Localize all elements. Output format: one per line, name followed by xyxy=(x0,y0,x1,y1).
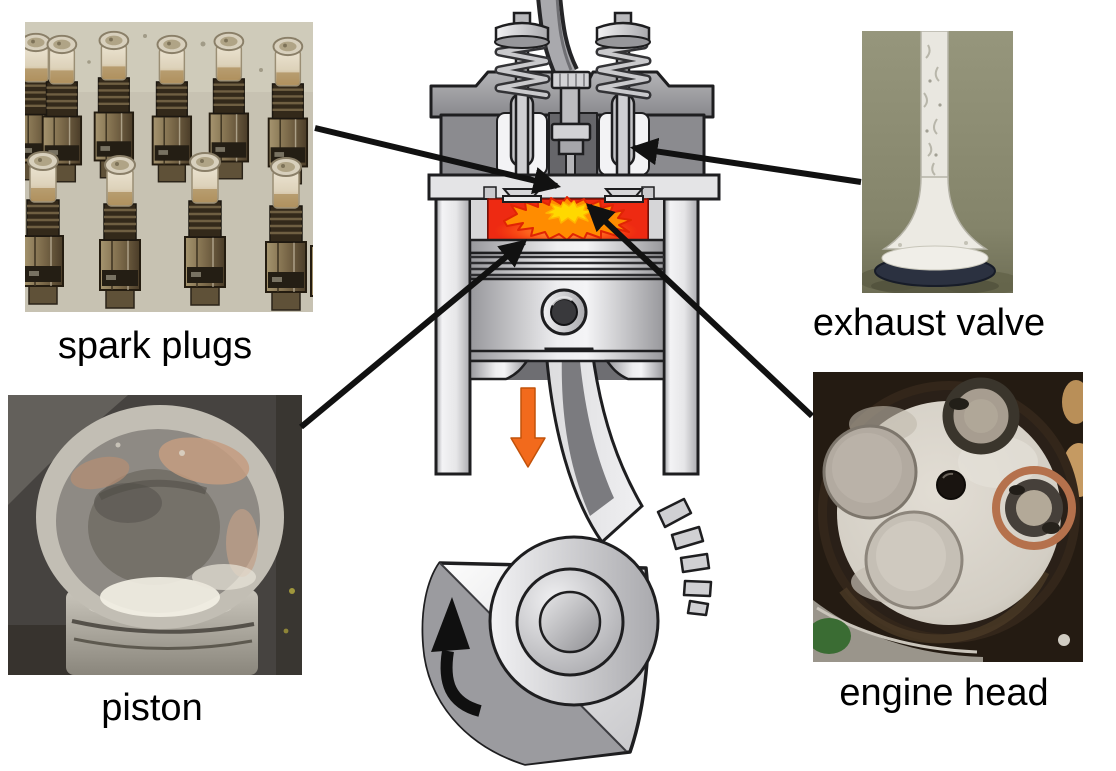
spark-plugs-photo-art xyxy=(25,22,313,312)
piston-label: piston xyxy=(101,687,203,729)
piston-pin xyxy=(540,288,588,336)
piston-photo-art xyxy=(8,395,302,675)
spring-retainers xyxy=(494,11,651,49)
engine-head-illustration xyxy=(818,377,1080,644)
exhaust-valve-photo xyxy=(862,31,1013,293)
exhaust-valve-label: exhaust valve xyxy=(812,302,1046,344)
head-flange xyxy=(427,173,721,201)
spark-plugs-photo xyxy=(25,22,313,312)
piston-illustration xyxy=(36,405,295,675)
spark-plugs-label: spark plugs xyxy=(57,325,253,367)
crank-journal xyxy=(515,567,625,677)
exhaust-valve-photo-art xyxy=(862,31,1013,293)
engine-head-photo xyxy=(813,372,1083,662)
exhaust-valve-illustration xyxy=(874,31,996,287)
engine-cross-section-diagram xyxy=(421,0,721,766)
spark-plug xyxy=(550,70,592,193)
big-end-cap-bolts xyxy=(656,497,713,617)
engine-head-label: engine head xyxy=(839,672,1049,714)
crank-rotation-arrow xyxy=(431,597,482,717)
valve-heads xyxy=(501,188,645,203)
spark-plug-wire xyxy=(536,0,579,80)
piston-photo xyxy=(8,395,302,675)
engine-head-photo-art xyxy=(813,372,1083,662)
piston-motion-arrow xyxy=(510,387,546,468)
valve-springs xyxy=(494,40,652,100)
piston-rings xyxy=(470,255,664,277)
